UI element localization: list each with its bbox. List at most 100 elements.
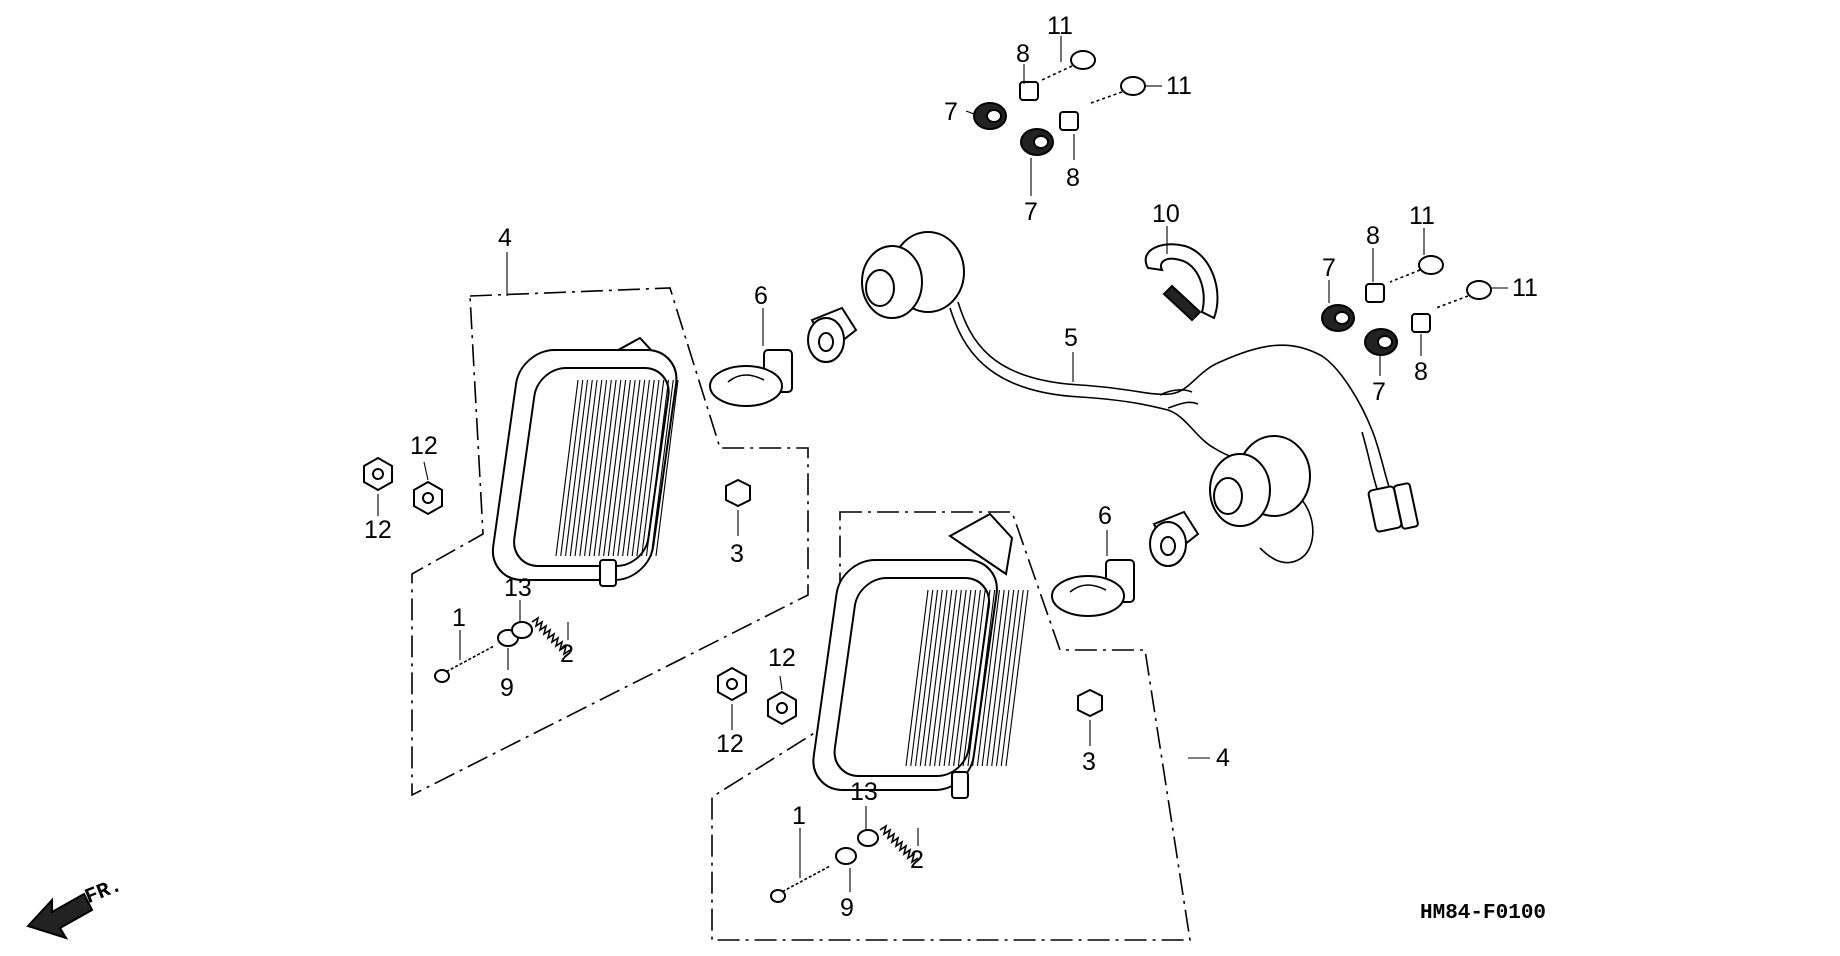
lens-rib <box>995 589 1020 767</box>
lens-rib <box>645 379 670 557</box>
callout-4-left: 4 <box>498 224 512 252</box>
lens-rib <box>612 379 636 557</box>
front-direction-arrow-icon <box>26 892 94 940</box>
lens-rib <box>617 379 641 557</box>
nuts-left <box>363 456 751 536</box>
wire-harness-5 <box>949 301 1419 533</box>
callout-7-lower: 7 <box>1024 198 1038 226</box>
lens-rib <box>929 589 953 767</box>
callout-8-right-upper: 8 <box>1366 222 1380 250</box>
lens-rib <box>1000 589 1024 767</box>
lens-rib <box>957 589 981 767</box>
callout-7-right-lower: 7 <box>1372 378 1386 406</box>
callout-11-upper: 11 <box>1047 12 1073 40</box>
lens-rib <box>938 589 962 767</box>
callout-7-left: 7 <box>944 98 958 126</box>
collar-8-upper <box>1019 81 1039 101</box>
headlight-assembly-boundary-left <box>411 287 809 797</box>
callout-8-right-lower: 8 <box>1414 358 1428 386</box>
callout-8-upper: 8 <box>1016 40 1030 68</box>
callout-2-left: 2 <box>560 640 574 668</box>
callout-1-left: 1 <box>452 604 466 632</box>
lens-rib <box>943 589 967 767</box>
callout-9-left: 9 <box>500 674 514 702</box>
lens-rib <box>603 379 627 557</box>
lens-rib <box>976 589 1000 767</box>
headlight-left-lens-lines <box>555 379 679 557</box>
lens-rib <box>655 379 679 557</box>
callout-7-right-upper: 7 <box>1322 254 1336 282</box>
lens-rib <box>986 589 1010 767</box>
callout-9-right: 9 <box>840 894 854 922</box>
callout-3-right: 3 <box>1082 748 1096 776</box>
lens-rib <box>924 589 948 767</box>
lens-rib <box>650 379 674 557</box>
lens-rib <box>607 379 631 557</box>
lens-rib <box>948 589 972 767</box>
callout-11-right-upper: 11 <box>1409 202 1435 230</box>
headlight-right <box>812 512 1029 799</box>
grommet-7-left <box>973 102 1007 130</box>
callout-1-right: 1 <box>792 802 806 830</box>
callout-13-left: 13 <box>504 574 532 602</box>
lens-rib <box>910 589 934 767</box>
callout-11-right-lower: 11 <box>1512 274 1538 302</box>
nuts-right <box>717 666 1103 746</box>
callout-8-lower: 8 <box>1066 164 1080 192</box>
callout-6-lower: 6 <box>1098 502 1112 530</box>
headlight-assembly-boundary-right <box>711 511 1191 941</box>
callout-2-right: 2 <box>910 846 924 874</box>
lens-rib <box>626 379 650 557</box>
bulb-6-lower <box>1051 530 1135 617</box>
diagram-code: HM84-F0100 <box>1420 902 1546 925</box>
lens-rib <box>934 589 958 767</box>
callout-12-right-lower: 12 <box>716 730 744 758</box>
lens-rib <box>962 589 986 767</box>
front-direction-label: FR. <box>82 874 126 909</box>
grommet-7-lower <box>1020 128 1054 156</box>
lens-rib <box>588 379 612 557</box>
lens-rib <box>584 379 608 557</box>
lens-rib <box>953 589 977 767</box>
band-10 <box>1144 226 1219 322</box>
callout-11-right: 11 <box>1166 72 1192 100</box>
lens-rib <box>564 379 589 557</box>
bolt-11-right <box>1087 76 1146 105</box>
bolt-11-upper <box>1041 50 1096 81</box>
lens-rib <box>991 589 1015 767</box>
callout-4-right: 4 <box>1216 744 1230 772</box>
callout-5: 5 <box>1064 324 1078 352</box>
lens-rib <box>574 379 598 557</box>
lens-rib <box>972 589 996 767</box>
lens-rib <box>555 379 579 557</box>
collar-8-lower <box>1059 111 1079 131</box>
lens-rib <box>919 589 943 767</box>
lens-rib <box>631 379 655 557</box>
callout-3-left: 3 <box>730 540 744 568</box>
headlight-left <box>491 336 679 587</box>
lens-rib <box>598 379 622 557</box>
lens-rib <box>981 589 1005 767</box>
lens-rib <box>622 379 646 557</box>
adjust-screw-set-right <box>770 757 1210 903</box>
socket-upper <box>807 231 965 363</box>
lens-rib <box>914 589 939 767</box>
callout-12-right-upper: 12 <box>768 644 796 672</box>
lens-rib <box>905 589 929 767</box>
lens-rib <box>579 379 603 557</box>
callout-12-left-lower: 12 <box>364 516 392 544</box>
callout-12-left-upper: 12 <box>410 432 438 460</box>
mount-hardware-right <box>1321 228 1508 376</box>
lens-rib <box>569 379 593 557</box>
callout-13-right: 13 <box>850 778 878 806</box>
socket-lower <box>1149 435 1314 567</box>
lens-rib <box>593 379 617 557</box>
headlight-right-lens-lines <box>905 589 1029 767</box>
lens-rib <box>641 379 665 557</box>
lens-rib <box>1005 589 1029 767</box>
lens-rib <box>636 379 660 557</box>
callout-10: 10 <box>1152 200 1180 228</box>
bulb-6-upper <box>709 308 793 407</box>
mount-hardware-top <box>965 36 1162 196</box>
